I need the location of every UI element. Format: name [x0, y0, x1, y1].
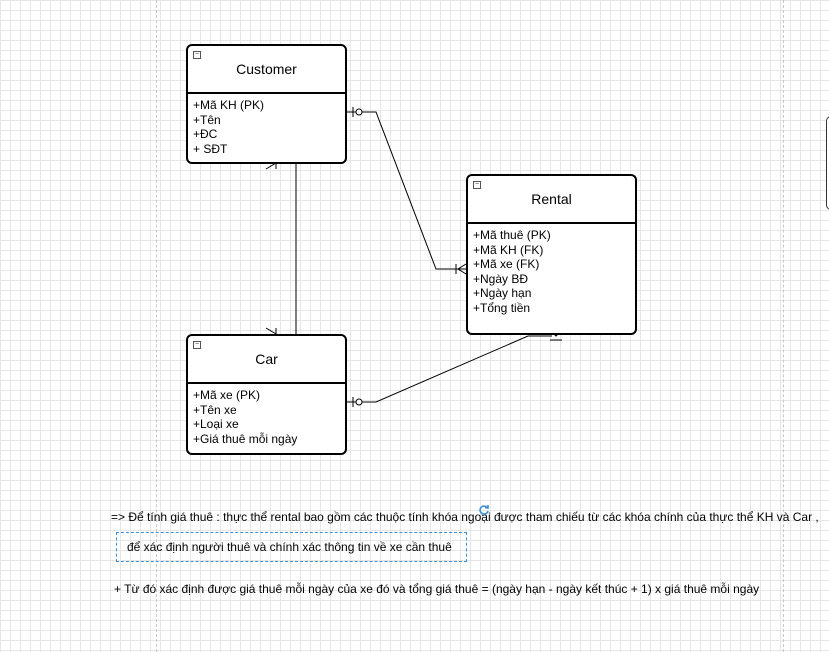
note-line-3[interactable]: + Từ đó xác định được giá thuê mỗi ngày … [114, 582, 760, 596]
refresh-icon[interactable] [478, 503, 490, 521]
collapse-icon[interactable]: − [193, 51, 201, 59]
connector-car-rental[interactable] [347, 335, 552, 403]
attribute-item: +Ngày hạn [473, 286, 532, 301]
collapse-icon[interactable]: − [193, 341, 201, 349]
crowfoot-rental-left [455, 263, 467, 275]
selected-text-box[interactable]: để xác định người thuê và chính xác thôn… [116, 532, 467, 562]
car-title: Car [188, 336, 345, 384]
note-line-1[interactable]: => Để tính giá thuê : thực thể rental ba… [111, 510, 819, 524]
attribute-item: +Giá thuê mỗi ngày [193, 431, 298, 446]
customer-title: Customer [188, 46, 345, 94]
attribute-item: +Mã thuê (PK) [473, 228, 551, 242]
customer-entity[interactable]: − Customer +Mã KH (PK) +Tên +ĐC + SĐT [186, 44, 347, 164]
attribute-item: +Tổng tiền [473, 300, 531, 315]
attribute-item: +Loại xe [193, 417, 239, 432]
attribute-item: + SĐT [193, 141, 228, 156]
note-line-2: để xác định người thuê và chính xác thôn… [127, 540, 452, 554]
attribute-item: +Mã xe (PK) [193, 388, 261, 402]
attribute-item: +Tên [193, 112, 221, 127]
attribute-item: +Tên xe [193, 402, 237, 417]
page-boundary-left [156, 0, 157, 652]
rental-attributes: +Mã thuê (PK) +Mã KH (FK) +Mã xe (FK) +N… [468, 224, 635, 316]
attribute-item: +Mã KH (FK) [473, 242, 544, 257]
attribute-item: +Ngày BĐ [473, 271, 529, 286]
customer-attributes: +Mã KH (PK) +Tên +ĐC + SĐT [188, 94, 345, 156]
attribute-item: +Mã KH (PK) [193, 98, 265, 112]
connector-customer-rental[interactable] [347, 111, 466, 270]
car-entity[interactable]: − Car +Mã xe (PK) +Tên xe +Loại xe +Giá … [186, 334, 347, 455]
car-attributes: +Mã xe (PK) +Tên xe +Loại xe +Giá thuê m… [188, 384, 345, 446]
rental-title: Rental [468, 176, 635, 224]
rental-entity[interactable]: − Rental +Mã thuê (PK) +Mã KH (FK) +Mã x… [466, 174, 637, 335]
attribute-item: +Mã xe (FK) [473, 257, 540, 272]
attribute-item: +ĐC [193, 127, 218, 142]
page-boundary-right [783, 0, 784, 652]
collapse-icon[interactable]: − [473, 181, 481, 189]
